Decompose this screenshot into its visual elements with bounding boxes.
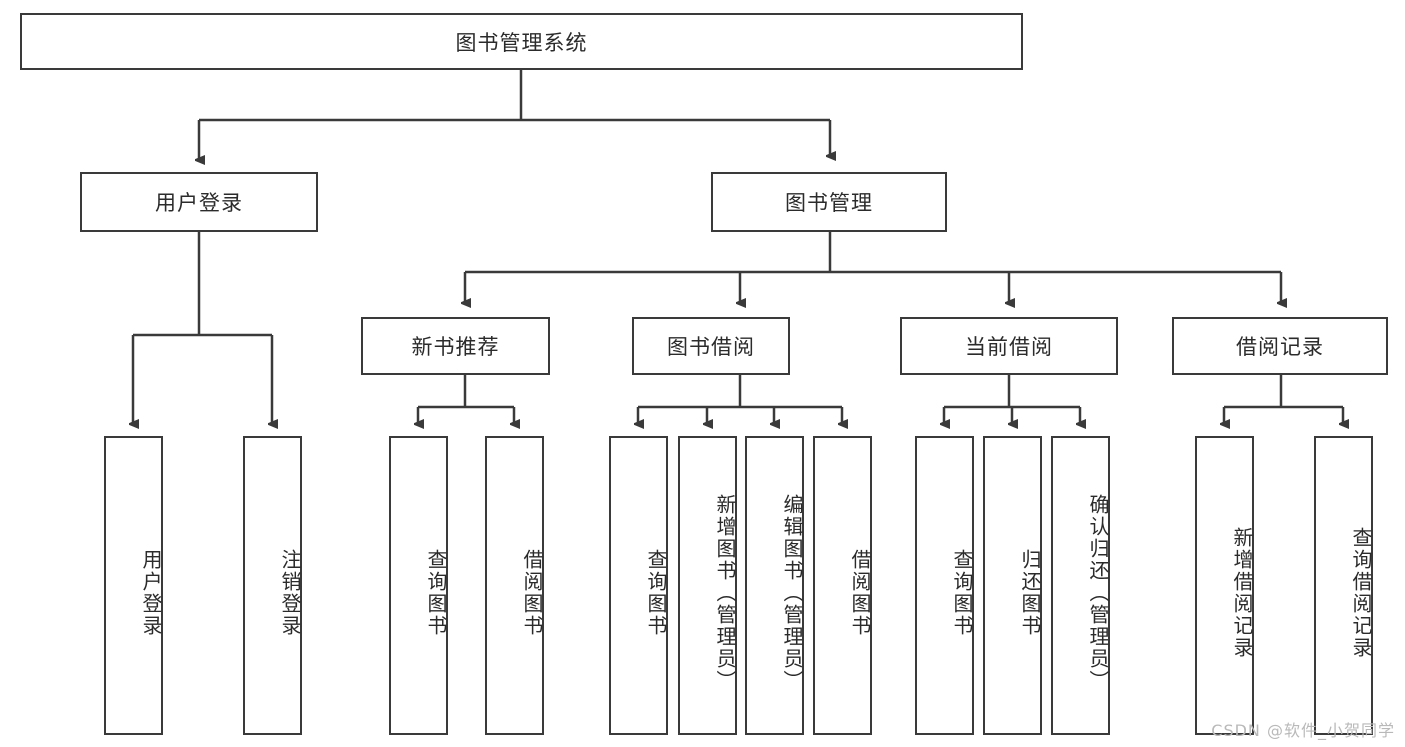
leaf-query-record[interactable]: 查询借阅记录 xyxy=(1314,436,1373,735)
leaf-borrow-book-2[interactable]: 借阅图书 xyxy=(813,436,872,735)
node-label: 图书管理系统 xyxy=(455,30,588,55)
node-label: 借阅图书 xyxy=(848,548,872,637)
node-label: 用户登录 xyxy=(155,191,243,215)
node-label: 新增借阅记录 xyxy=(1230,526,1254,659)
node-label: 借阅记录 xyxy=(1236,335,1324,359)
node-label: 图书管理 xyxy=(785,191,873,215)
watermark: CSDN @软件_小贺同学 xyxy=(1211,721,1395,740)
node-label: 新书推荐 xyxy=(411,335,500,359)
node-label: 当前借阅 xyxy=(965,335,1053,359)
node-label: 用户登录 xyxy=(139,548,163,637)
node-current-borrow[interactable]: 当前借阅 xyxy=(900,317,1118,375)
node-label: 归还图书 xyxy=(1018,548,1042,637)
leaf-borrow-book-1[interactable]: 借阅图书 xyxy=(485,436,544,735)
node-label: 借阅图书 xyxy=(520,548,544,637)
node-root-book-management-system[interactable]: 图书管理系统 xyxy=(20,13,1023,70)
leaf-add-book[interactable]: 新增图书（管理员） xyxy=(678,436,737,735)
node-label: 查询图书 xyxy=(644,548,668,637)
node-book-borrow[interactable]: 图书借阅 xyxy=(632,317,790,375)
node-label: 图书借阅 xyxy=(667,335,755,359)
node-label: 新增图书（管理员） xyxy=(713,493,737,692)
leaf-query-book-1[interactable]: 查询图书 xyxy=(389,436,448,735)
node-label: 查询图书 xyxy=(424,548,448,637)
node-label: 编辑图书（管理员） xyxy=(780,493,804,692)
leaf-edit-book[interactable]: 编辑图书（管理员） xyxy=(745,436,804,735)
leaf-add-record[interactable]: 新增借阅记录 xyxy=(1195,436,1254,735)
leaf-return-book[interactable]: 归还图书 xyxy=(983,436,1042,735)
node-label: 确认归还（管理员） xyxy=(1086,493,1110,692)
leaf-query-book-3[interactable]: 查询图书 xyxy=(915,436,974,735)
node-label: 查询借阅记录 xyxy=(1349,526,1373,659)
leaf-user-logout[interactable]: 注销登录 xyxy=(243,436,302,735)
node-new-book-recommend[interactable]: 新书推荐 xyxy=(361,317,550,375)
node-label: 查询图书 xyxy=(950,548,974,637)
node-borrow-record[interactable]: 借阅记录 xyxy=(1172,317,1388,375)
node-user-login[interactable]: 用户登录 xyxy=(80,172,318,232)
leaf-query-book-2[interactable]: 查询图书 xyxy=(609,436,668,735)
node-book-manage[interactable]: 图书管理 xyxy=(711,172,947,232)
leaf-confirm-return[interactable]: 确认归还（管理员） xyxy=(1051,436,1110,735)
leaf-user-login[interactable]: 用户登录 xyxy=(104,436,163,735)
node-label: 注销登录 xyxy=(278,548,302,637)
